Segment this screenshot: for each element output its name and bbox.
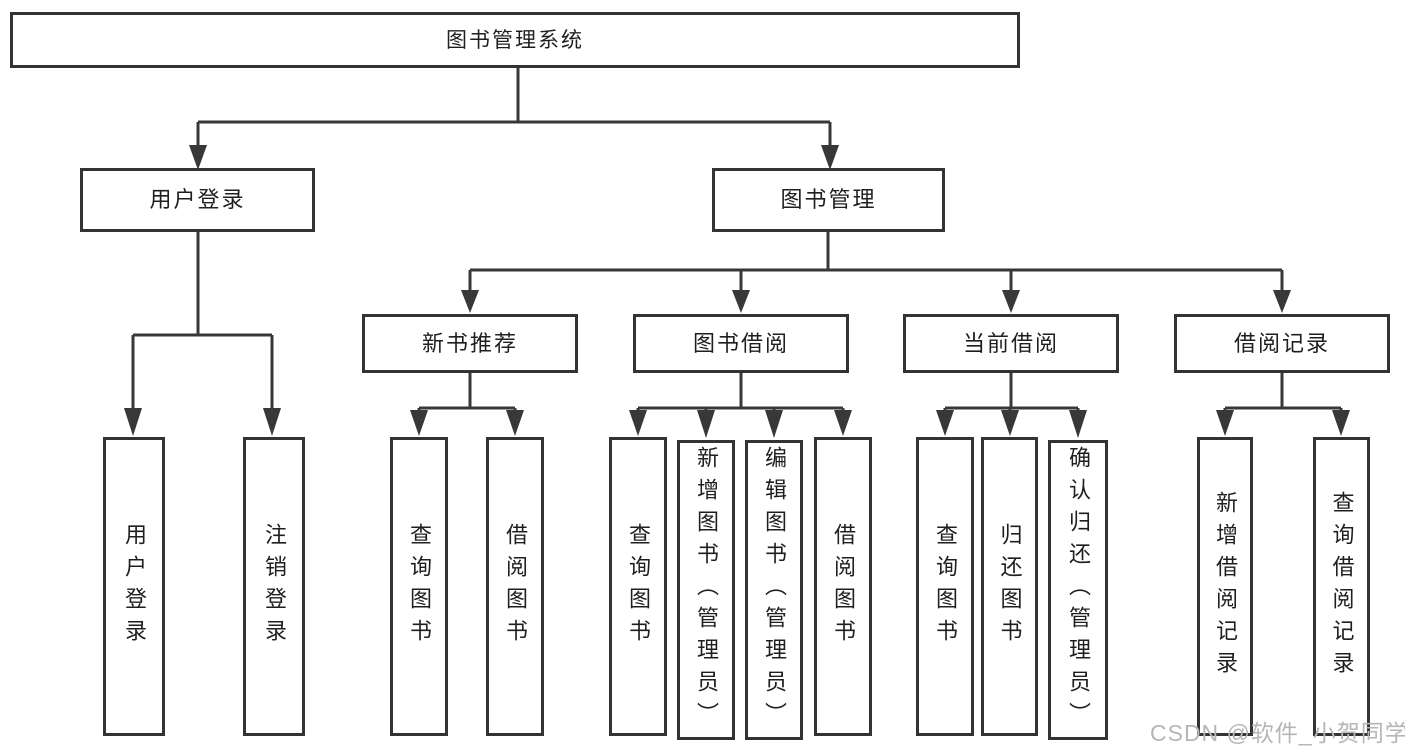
node-label: 新增图书（管理员） bbox=[694, 446, 719, 734]
node-label: 当前借阅 bbox=[962, 330, 1059, 356]
node-book-borrowing: 图书借阅 bbox=[633, 314, 849, 373]
arrow-down-icon bbox=[263, 408, 281, 436]
arrow-down-icon bbox=[765, 410, 783, 438]
leaf-query-borrowing-record: 查询借阅记录 bbox=[1313, 437, 1370, 736]
node-label: 查询图书 bbox=[626, 522, 651, 651]
arrow-down-icon bbox=[1216, 410, 1234, 436]
node-book-management: 图书管理 bbox=[712, 168, 945, 232]
arrow-down-icon bbox=[506, 410, 524, 436]
node-label: 归还图书 bbox=[997, 522, 1023, 651]
node-label: 借阅图书 bbox=[503, 522, 528, 651]
arrow-down-icon bbox=[1069, 410, 1087, 438]
leaf-borrow-books: 借阅图书 bbox=[486, 437, 544, 736]
node-library-management-system: 图书管理系统 bbox=[10, 12, 1020, 68]
node-label: 图书管理系统 bbox=[446, 28, 584, 52]
node-label: 查询图书 bbox=[933, 522, 958, 651]
node-current-borrowing: 当前借阅 bbox=[903, 314, 1119, 373]
arrow-down-icon bbox=[821, 145, 839, 170]
leaf-logout: 注销登录 bbox=[243, 437, 305, 736]
arrow-down-icon bbox=[629, 410, 647, 436]
arrow-down-icon bbox=[410, 410, 428, 436]
leaf-add-borrowing-record: 新增借阅记录 bbox=[1197, 437, 1253, 736]
leaf-query-books: 查询图书 bbox=[390, 437, 448, 736]
arrow-down-icon bbox=[124, 408, 142, 436]
node-borrowing-records: 借阅记录 bbox=[1174, 314, 1390, 373]
node-label: 查询图书 bbox=[407, 522, 432, 651]
node-label: 查询借阅记录 bbox=[1329, 490, 1355, 683]
node-label: 借阅图书 bbox=[831, 522, 856, 651]
leaf-confirm-return-admin: 确认归还（管理员） bbox=[1048, 440, 1108, 740]
leaf-query-books: 查询图书 bbox=[916, 437, 974, 736]
arrow-down-icon bbox=[1002, 290, 1020, 313]
node-user-login: 用户登录 bbox=[80, 168, 315, 232]
leaf-query-books: 查询图书 bbox=[609, 437, 667, 736]
node-label: 新书推荐 bbox=[421, 330, 518, 356]
leaf-add-books-admin: 新增图书（管理员） bbox=[677, 440, 735, 740]
arrow-down-icon bbox=[936, 410, 954, 436]
node-label: 借阅记录 bbox=[1233, 330, 1330, 356]
leaf-user-login: 用户登录 bbox=[103, 437, 165, 736]
node-label: 图书借阅 bbox=[692, 330, 789, 356]
leaf-return-books: 归还图书 bbox=[981, 437, 1038, 736]
arrow-down-icon bbox=[697, 410, 715, 438]
arrow-down-icon bbox=[1001, 410, 1019, 436]
node-label: 新增借阅记录 bbox=[1213, 490, 1238, 683]
arrow-down-icon bbox=[461, 290, 479, 313]
arrow-down-icon bbox=[189, 145, 207, 170]
node-label: 用户登录 bbox=[122, 522, 147, 651]
node-label: 编辑图书（管理员） bbox=[762, 446, 787, 734]
node-new-book-recommendation: 新书推荐 bbox=[362, 314, 578, 373]
node-label: 用户登录 bbox=[149, 187, 246, 212]
node-label: 注销登录 bbox=[262, 522, 287, 651]
arrow-down-icon bbox=[732, 290, 750, 313]
node-label: 确认归还（管理员） bbox=[1066, 446, 1091, 734]
node-label: 图书管理 bbox=[780, 187, 877, 212]
leaf-edit-books-admin: 编辑图书（管理员） bbox=[745, 440, 803, 740]
arrow-down-icon bbox=[834, 410, 852, 436]
arrow-down-icon bbox=[1273, 290, 1291, 313]
arrow-down-icon bbox=[1332, 410, 1350, 436]
leaf-borrow-books: 借阅图书 bbox=[814, 437, 872, 736]
csdn-watermark: CSDN @软件_小贺同学 bbox=[1150, 720, 1405, 746]
